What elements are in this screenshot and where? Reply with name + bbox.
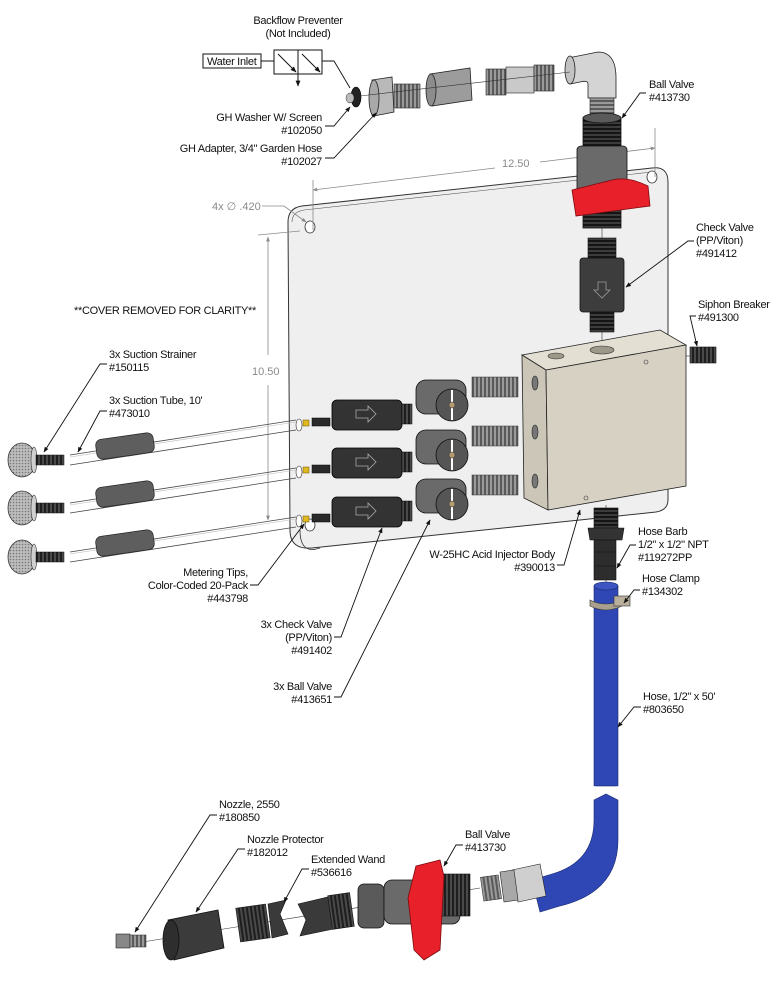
callout-metering-tips-line1: Metering Tips,: [183, 567, 248, 579]
ball-valve-top-handle: [571, 178, 651, 217]
pipe-elbow: [564, 51, 617, 125]
callout-suction-tube-line2: #473010: [109, 408, 150, 420]
check-valve: [331, 399, 403, 431]
dimension-holes-label: 4x ∅ .420: [212, 201, 261, 213]
callout-nozzle-line2: #180850: [219, 812, 260, 824]
callout-gh-adapter-line2: #102027: [281, 156, 322, 168]
callout-nozzle-protector-line1: Nozzle Protector: [247, 834, 324, 846]
hose: [531, 581, 619, 913]
ball-valve-bottom: [357, 859, 471, 961]
callout-gh-washer-line1: GH Washer W/ Screen: [216, 112, 322, 124]
pipe-coupling: [425, 67, 473, 107]
callout-ball-valve-top-line1: Ball Valve: [649, 79, 694, 91]
hose-end-fitting: [480, 863, 547, 903]
callout-check-valve-3x-line3: #491402: [291, 645, 332, 657]
callout-backflow-line2: (Not Included): [266, 28, 331, 40]
extended-wand: [235, 892, 355, 943]
tube-weight: [95, 480, 155, 508]
nozzle-protector: [162, 909, 225, 961]
callout-check-valve-3x-line2: (PP/Viton): [285, 632, 332, 644]
callout-extended-wand-line2: #536616: [311, 867, 352, 879]
callout-backflow-line1: Backflow Preventer: [253, 15, 343, 27]
metering-tip: [302, 466, 310, 474]
water-inlet-label: Water Inlet: [207, 56, 257, 68]
check-valve: [331, 447, 403, 479]
callout-hose-clamp-line1: Hose Clamp: [642, 573, 700, 585]
mount-hole-top-right: [646, 170, 658, 184]
metering-tip: [302, 515, 310, 523]
callout-check-valve-top-line2: (PP/Viton): [696, 235, 743, 247]
nozzle: [115, 933, 147, 949]
callout-check-valve-3x-line1: 3x Check Valve: [261, 619, 333, 631]
injector-body: [520, 329, 688, 511]
callout-hose-barb-line2: 1/2" x 1/2" NPT: [638, 539, 709, 551]
callout-suction-strainer-line1: 3x Suction Strainer: [109, 349, 197, 361]
callout-hose-barb-line3: #119272PP: [638, 552, 692, 564]
tube-weight: [95, 529, 155, 557]
metering-tip: [302, 419, 310, 427]
check-valve: [331, 496, 403, 528]
mount-hole-top-left: [304, 220, 316, 234]
callout-suction-strainer-line2: #150115: [109, 362, 149, 374]
ball-valve-top: [571, 112, 651, 229]
dimension-width-label: 12.50: [502, 158, 530, 170]
callout-gh-adapter-line1: GH Adapter, 3/4" Garden Hose: [180, 143, 322, 155]
callout-nozzle-line1: Nozzle, 2550: [219, 799, 280, 811]
callout-hose-line2: #803650: [643, 704, 684, 716]
siphon-breaker: [684, 346, 717, 364]
callout-metering-tips-line3: #443798: [207, 593, 248, 605]
callout-check-valve-top-line1: Check Valve: [696, 222, 754, 234]
hose-barb: [587, 507, 625, 581]
suction-line-3: [7, 474, 519, 575]
callout-suction-tube-line1: 3x Suction Tube, 10': [109, 395, 203, 407]
callout-ball-valve-bottom-line1: Ball Valve: [465, 829, 510, 841]
callout-hose-barb-line1: Hose Barb: [638, 526, 687, 538]
callout-injector-body-line1: W-25HC Acid Injector Body: [429, 549, 555, 561]
tube-weight: [95, 432, 155, 460]
callout-ball-valve-3x-line1: 3x Ball Valve: [273, 681, 332, 693]
dimension-width: 12.50: [312, 128, 656, 230]
callout-metering-tips-line2: Color-Coded 20-Pack: [148, 580, 249, 592]
dimension-holes: 4x ∅ .420: [212, 201, 307, 223]
callout-injector-body-line2: #390013: [514, 562, 555, 574]
check-valve-top: [579, 237, 625, 333]
callout-hose-clamp-line2: #134302: [642, 586, 683, 598]
callout-nozzle-protector-line2: #182012: [247, 847, 288, 859]
callout-siphon-breaker-line1: Siphon Breaker: [698, 299, 770, 311]
pipe-nipple: [485, 64, 555, 96]
callout-gh-washer-line2: #102050: [281, 125, 322, 137]
dimension-height-label: 10.50: [252, 366, 280, 378]
ball-valve-bottom-handle: [407, 859, 445, 961]
callout-ball-valve-3x-line2: #413651: [291, 694, 332, 706]
hose-clamp: [589, 595, 631, 611]
suction-line-2: [7, 425, 519, 526]
callout-ball-valve-bottom-line2: #413730: [465, 842, 506, 854]
callout-ball-valve-top-line2: #413730: [649, 92, 690, 104]
dimension-height: 10.50: [252, 230, 301, 521]
callout-check-valve-top-line3: #491412: [696, 248, 737, 260]
cover-removed-note: **COVER REMOVED FOR CLARITY**: [74, 305, 257, 317]
gh-adapter: [368, 76, 421, 117]
callout-extended-wand-line1: Extended Wand: [311, 854, 385, 866]
gh-washer: [345, 86, 362, 108]
backflow-preventer-symbol: Water Inlet: [202, 49, 351, 89]
suction-line-1: [7, 376, 519, 478]
callout-siphon-breaker-line2: #491300: [698, 312, 739, 324]
callout-hose-line1: Hose, 1/2" x 50': [643, 691, 715, 703]
